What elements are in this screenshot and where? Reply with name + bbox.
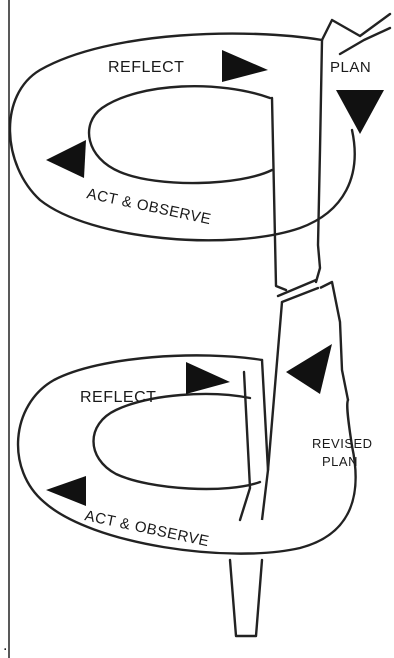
band-break-lower xyxy=(282,288,318,302)
lower-band-left-edge xyxy=(240,372,250,520)
upper-band-right-edge xyxy=(316,40,322,282)
lower-ring-inner xyxy=(94,394,261,489)
upper-act-arrow-icon xyxy=(46,140,86,178)
upper-reflect-label: REFLECT xyxy=(108,59,184,76)
upper-plan-arrow-icon xyxy=(336,90,384,134)
upper-band-left-edge xyxy=(272,98,286,290)
lower-band-right-edge xyxy=(262,360,268,470)
lower-reflect-label: REFLECT xyxy=(80,389,156,406)
lower-plan-arrow-icon xyxy=(286,344,332,394)
revised-plan-label-line2: PLAN xyxy=(322,454,358,469)
upper-ring-inner xyxy=(89,86,272,183)
middle-band-right-edge xyxy=(320,282,348,400)
upper-plan-label: PLAN xyxy=(330,59,371,76)
revised-plan-label-line1: REVISED xyxy=(312,436,373,451)
lower-act-arrow-icon xyxy=(46,476,86,506)
lower-reflect-arrow-icon xyxy=(186,362,230,394)
upper-entry-strip xyxy=(322,14,390,40)
dot-marker: . xyxy=(3,637,8,654)
connecting-band xyxy=(262,282,348,520)
upper-reflect-arrow-icon xyxy=(222,50,268,82)
upper-act-observe-label: ACT & OBSERVE xyxy=(85,185,213,228)
lower-exit-strip xyxy=(230,560,262,636)
